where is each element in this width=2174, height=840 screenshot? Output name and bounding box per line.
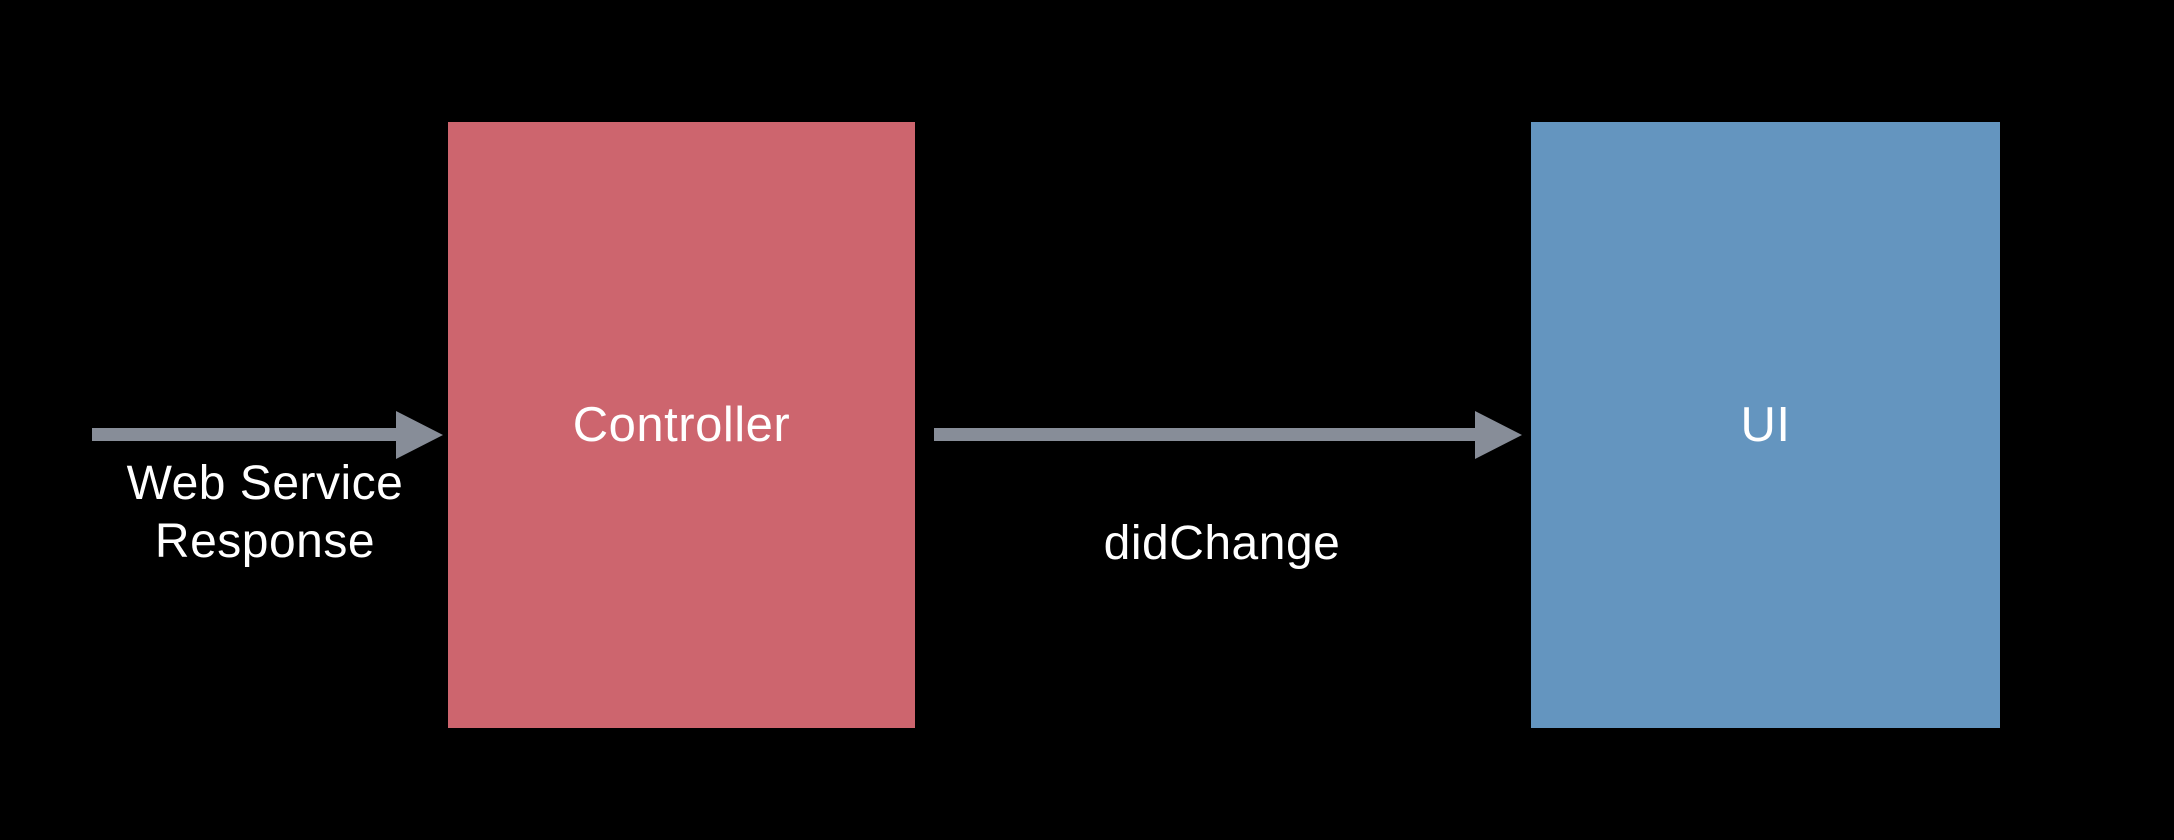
web-service-arrowhead (396, 411, 443, 459)
didchange-label: didChange (1103, 517, 1341, 570)
web-service-response-label: Web Service Response (65, 455, 465, 571)
didchange-arrow-shaft (934, 428, 1475, 441)
ui-node-label: UI (1740, 398, 1791, 452)
web-service-response-label-line2: Response (154, 515, 376, 568)
ui-node: UI (1531, 122, 2000, 728)
web-service-arrow-shaft (92, 428, 396, 441)
controller-node-label: Controller (572, 398, 791, 452)
web-service-response-label-line1: Web Service (126, 457, 404, 510)
didchange-arrowhead (1475, 411, 1522, 459)
controller-node: Controller (448, 122, 915, 728)
